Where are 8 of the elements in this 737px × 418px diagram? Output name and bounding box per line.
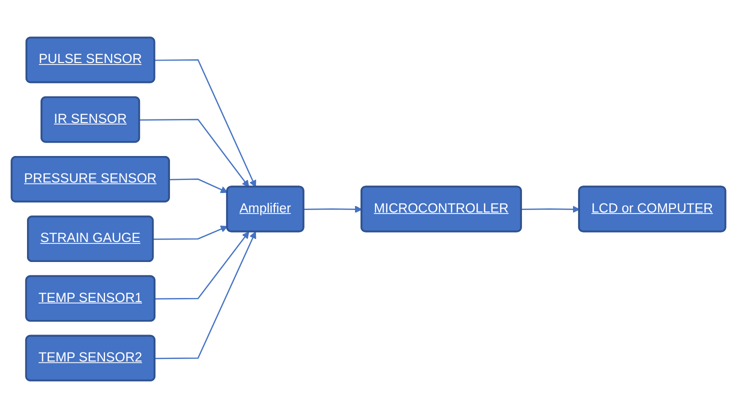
arrow <box>154 231 250 300</box>
arrow <box>521 206 580 213</box>
arrow <box>169 178 228 194</box>
arrow <box>154 59 256 188</box>
arrow <box>304 206 362 213</box>
arrow <box>154 231 256 360</box>
arrow <box>140 118 250 188</box>
arrow <box>153 226 228 240</box>
